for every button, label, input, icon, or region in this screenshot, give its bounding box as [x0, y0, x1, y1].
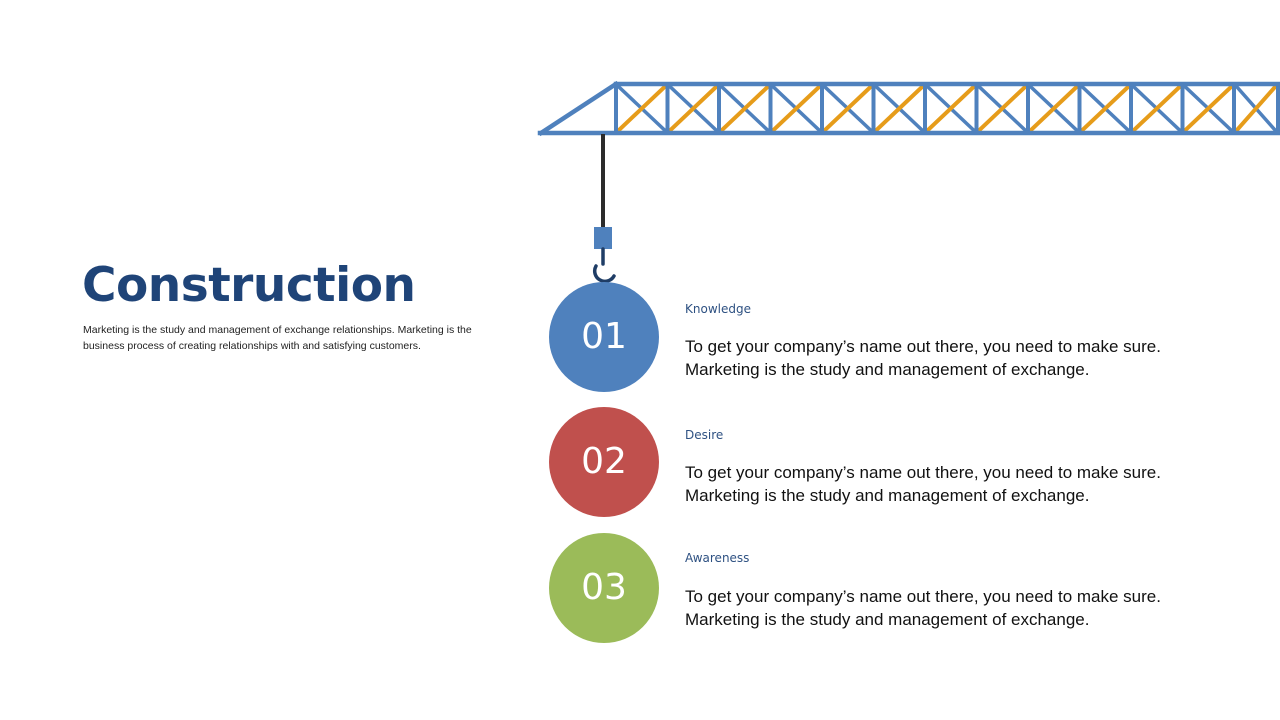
item-number-badge-03: 03 [549, 533, 659, 643]
slide-description: Marketing is the study and management of… [83, 324, 472, 352]
item-text-desire: To get your company’s name out there, yo… [685, 461, 1225, 507]
truss-brace-accent [822, 84, 874, 133]
item-text-line: Marketing is the study and management of… [685, 610, 1090, 629]
item-heading-desire: Desire [685, 428, 724, 442]
item-number-badge-01: 01 [549, 282, 659, 392]
item-text-line: To get your company’s name out there, yo… [685, 463, 1161, 482]
truss-brace-accent [770, 84, 822, 133]
item-heading-knowledge: Knowledge [685, 302, 751, 316]
truss-brace-accent [667, 84, 719, 133]
truss-brace-accent [1182, 84, 1234, 133]
crane-truss [537, 80, 1280, 137]
hook-block [594, 227, 612, 249]
item-text-line: Marketing is the study and management of… [685, 360, 1090, 379]
truss-brace-accent [1079, 84, 1131, 133]
item-text-line: To get your company’s name out there, yo… [685, 587, 1161, 606]
truss-brace-accent [1028, 84, 1080, 133]
item-text-line: To get your company’s name out there, yo… [685, 337, 1161, 356]
item-text-awareness: To get your company’s name out there, yo… [685, 585, 1225, 631]
item-text-knowledge: To get your company’s name out there, yo… [685, 335, 1225, 381]
item-number-badge-02: 02 [549, 407, 659, 517]
item-text-line: Marketing is the study and management of… [685, 486, 1090, 505]
slide-title: Construction [82, 258, 416, 313]
crane-hook-icon [592, 247, 616, 283]
crane-illustration [537, 80, 1280, 283]
truss-brace-accent [925, 84, 977, 133]
truss-nose [537, 80, 620, 137]
truss-brace-accent [1234, 84, 1278, 133]
truss-brace-accent [873, 84, 925, 133]
truss-brace-accent [719, 84, 771, 133]
truss-brace-accent [1131, 84, 1183, 133]
truss-brace-accent [976, 84, 1028, 133]
item-heading-awareness: Awareness [685, 551, 750, 565]
truss-brace-accent [616, 84, 668, 133]
